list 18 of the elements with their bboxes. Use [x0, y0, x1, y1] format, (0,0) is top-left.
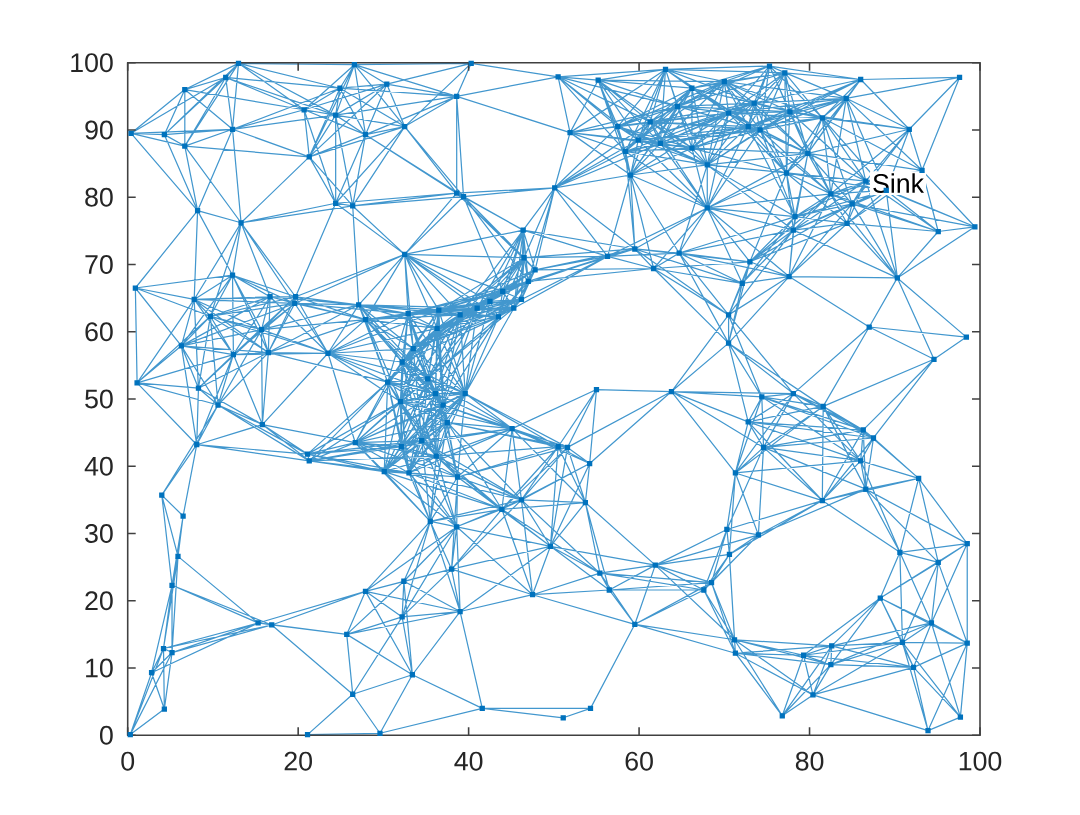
y-tick-label: 50	[85, 389, 113, 409]
x-tick-label: 80	[795, 751, 824, 771]
y-tick-label: 10	[86, 658, 113, 678]
y-tick-label: 20	[85, 591, 113, 611]
x-tick-label: 0	[121, 751, 135, 771]
y-tick-label: 30	[85, 524, 113, 543]
x-tick-label: 20	[284, 751, 312, 771]
y-tick-label: 0	[99, 725, 113, 745]
x-tick-label: 100	[959, 751, 1002, 771]
y-tick-label: 60	[85, 322, 113, 342]
y-tick-label: 80	[85, 187, 113, 207]
y-tick-label: 70	[85, 254, 113, 274]
label: Sink	[873, 173, 925, 193]
y-tick-label: 40	[84, 456, 113, 476]
y-tick-label: 100	[71, 53, 113, 73]
y-tick-label: 90	[85, 120, 113, 140]
x-tick-label: 40	[454, 751, 483, 771]
x-tick-label: 60	[625, 751, 653, 771]
